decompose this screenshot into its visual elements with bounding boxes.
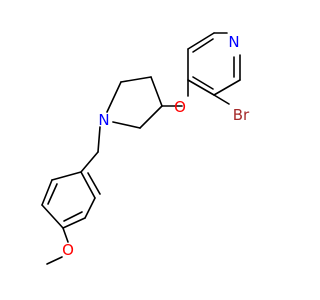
atom-label-ether-oxygen: O <box>174 98 186 116</box>
molecule-structure: N Br O N O <box>41 32 250 265</box>
bond-ar-2 <box>84 197 96 219</box>
bond-c2-c3-inner <box>192 38 214 53</box>
bond-c5p-n <box>106 81 122 113</box>
bond-ar-o <box>62 227 69 243</box>
bond-ar-5 <box>41 179 53 206</box>
atom-label-bromine: Br <box>233 106 250 124</box>
bond-ch2-ar <box>80 151 99 173</box>
bond-ar-6 <box>51 171 82 181</box>
bond-c5-br <box>213 94 230 105</box>
atom-label-methoxy-oxygen: O <box>62 241 74 259</box>
bond-c4p-c5p <box>120 76 152 83</box>
bonds <box>41 32 241 265</box>
atom-label-pyridine-nitrogen: N <box>228 33 239 51</box>
bond-c3p-c4p <box>150 76 163 107</box>
bond-c4-c5-inner <box>192 76 214 90</box>
bond-ar-5-inner <box>47 183 58 205</box>
bond-ar-1 <box>80 171 96 199</box>
bond-c5-c6 <box>213 79 241 96</box>
atom-labels: N Br O N O <box>62 33 250 259</box>
bond-n-ch2 <box>97 126 101 153</box>
bond-c2p-c3p <box>139 105 163 129</box>
bond-c2p-n <box>112 121 141 129</box>
atom-label-pyrrolidine-nitrogen: N <box>98 111 109 129</box>
bond-c4-c5 <box>187 79 215 96</box>
bond-ar-4 <box>41 204 64 229</box>
bond-o-ch3 <box>46 256 63 265</box>
bond-ar-3 <box>62 217 86 229</box>
bond-ar-3-inner <box>63 211 83 222</box>
bond-c2-c3 <box>187 32 215 50</box>
bond-ar-1-inner <box>87 172 101 195</box>
